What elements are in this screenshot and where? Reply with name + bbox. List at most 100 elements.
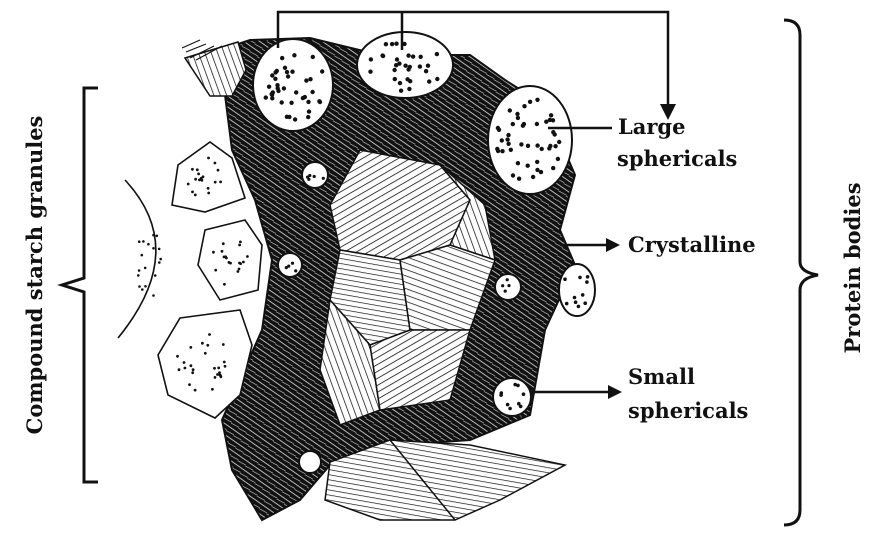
stipple-dot [191,371,194,374]
stipple-dot [141,288,144,291]
stipple-dot [390,42,394,46]
stipple-dot [152,294,155,297]
stipple-dot [526,144,530,148]
stipple-dot [508,108,512,112]
stipple-dot [280,100,284,104]
stipple-dot [311,55,315,59]
stipple-dot [539,170,543,174]
stipple-dot [214,181,217,184]
stipple-dot [147,243,150,246]
stipple-dot [368,70,372,74]
stipple-dot [224,365,227,368]
stipple-dot [222,242,225,245]
stipple-dot [188,383,191,386]
stipple-dot [548,144,552,148]
stipple-dot [565,302,569,306]
stipple-dot [287,265,290,268]
stipple-dot [522,122,526,126]
stipple-dot [141,254,144,257]
stipple-dot [500,138,504,142]
stipple-dot [213,367,216,370]
stipple-dot [267,85,271,89]
stipple-dot [535,143,539,147]
stipple-dot [212,251,215,254]
stipple-dot [573,296,577,300]
stipple-dot [197,173,200,176]
stipple-dot [306,100,310,104]
stipple-dot [219,374,222,377]
stipple-dot [411,54,415,58]
stipple-dot [301,96,305,100]
stipple-dot [264,95,268,99]
stipple-dot [192,368,195,371]
stipple-dot [223,256,226,259]
stipple-dot [394,42,398,46]
stipple-dot [238,244,241,247]
starch-granule-2 [198,220,262,300]
stipple-dot [531,175,535,179]
stipple-dot [176,355,179,358]
right-bracket [784,20,818,525]
stipple-dot [506,142,510,146]
stipple-dot [214,269,217,272]
stipple-dot [380,53,384,57]
left-bracket [62,88,98,482]
stipple-dot [158,261,161,264]
large-sphericals-label-line1: Large [618,114,685,139]
stipple-dot [207,187,210,190]
stipple-dot [586,275,590,279]
stipple-dot [505,137,509,141]
stipple-dot [435,52,439,56]
stipple-dot [418,64,422,68]
stipple-dot [142,240,145,243]
stipple-dot [271,90,275,94]
starch-granule-4 [118,180,156,338]
stipple-dot [548,118,552,122]
stipple-dot [189,346,192,349]
stipple-dot [528,100,532,104]
stipple-dot [184,367,187,370]
stipple-dot [427,79,431,83]
stipple-dot [290,70,294,74]
stipple-dot [194,194,197,197]
stipple-dot [214,376,217,379]
stipple-dot [154,274,157,277]
stipple-dot [187,183,190,186]
stipple-dot [246,255,249,258]
small-sphericals-arrowhead [608,385,622,399]
stipple-dot [551,166,555,170]
stipple-dot [242,261,245,264]
stipple-dot [223,283,226,286]
stipple-dot [578,276,582,280]
stipple-dot [399,89,403,93]
stipple-dot [194,178,197,181]
stipple-dot [200,177,203,180]
stipple-dot [426,63,430,67]
stipple-dot [158,248,161,251]
stipple-dot [237,270,240,273]
stipple-dot [222,343,225,346]
stipple-dot [522,392,526,396]
stipple-dot [310,90,314,94]
stipple-dot [563,277,567,281]
stipple-dot [283,66,287,70]
stipple-dot [501,284,504,287]
stipple-dot [239,241,242,244]
stipple-dot [178,368,181,371]
stipple-dot [270,73,274,77]
stipple-dot [276,86,280,90]
small-sphericals-label-line2: sphericals [628,398,748,423]
stipple-dot [511,173,515,177]
large-spherical-1 [253,39,333,131]
stipple-dot [238,262,241,265]
stipple-dot [138,285,141,288]
stipple-dot [516,161,520,165]
stipple-dot [419,55,423,59]
stipple-dot [207,192,210,195]
stipple-dot [506,133,510,137]
stipple-dot [557,140,561,144]
stipple-dot [535,98,539,102]
left-bracket-label: Compound starch granules [22,116,47,435]
crystalline-label: Crystalline [628,232,756,257]
